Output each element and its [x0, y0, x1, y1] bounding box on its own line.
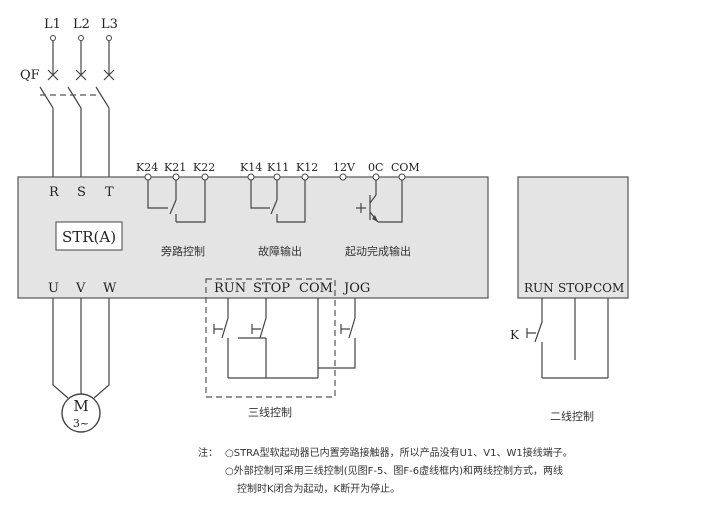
terminal-com: COM: [299, 281, 333, 296]
relay-terminal-labels: K24 K21 K22 K14 K11 K12 12V 0C COM: [136, 161, 420, 174]
note-line-2: ○外部控制可采用三线控制(见图F-5、图F-6虚线框内)和两线控制方式，两线: [225, 464, 563, 477]
terminal-v: V: [75, 281, 86, 296]
supply-label-l3: L3: [101, 17, 118, 32]
two-wire-wiring: [526, 298, 609, 379]
motor-phase: 3~: [73, 417, 89, 430]
terminal-com-out: COM: [391, 161, 420, 174]
fault-relay-contact: [250, 180, 306, 223]
terminal-k21: K21: [164, 161, 186, 174]
supply-label-l1: L1: [44, 17, 61, 32]
two-wire-label: 二线控制: [550, 409, 594, 423]
two-wire-com: COM: [593, 281, 624, 295]
supply-label-l2: L2: [73, 17, 90, 32]
two-wire-run: RUN: [524, 281, 554, 295]
terminal-stop: STOP: [253, 281, 290, 296]
terminal-run: RUN: [214, 281, 246, 296]
function-start-complete: 起动完成输出: [345, 244, 411, 258]
note-line-1: ○STRA型软起动器已内置旁路接触器，所以产品没有U1、V1、W1接线端子。: [225, 446, 573, 459]
three-wire-label: 三线控制: [248, 405, 292, 419]
three-wire-control: [205, 278, 336, 398]
switch-k-label: K: [510, 328, 520, 342]
breaker-label: QF: [20, 68, 40, 83]
control-terminals: RUN STOP COM JOG: [214, 281, 370, 296]
terminal-w: W: [103, 281, 117, 296]
terminal-r: R: [49, 185, 60, 200]
supply-lines: L1 L2 L3: [44, 17, 118, 75]
input-terminals: R S T: [49, 185, 114, 200]
motor: M 3~: [61, 393, 101, 433]
terminal-k12: K12: [296, 161, 318, 174]
terminal-0c: 0C: [368, 161, 383, 174]
terminal-k24: K24: [136, 161, 158, 174]
model-label: STR(A): [62, 228, 116, 246]
terminal-s: S: [77, 185, 86, 200]
start-complete-transistor: [356, 180, 403, 223]
motor-symbol: M: [73, 397, 88, 415]
two-wire-box: [517, 176, 629, 299]
terminal-k14: K14: [240, 161, 262, 174]
output-terminals: U V W: [48, 281, 117, 296]
breaker-qf: QF: [20, 68, 115, 177]
soft-starter-box: [17, 176, 489, 299]
terminal-t: T: [105, 185, 114, 200]
bypass-relay-contact: [147, 180, 206, 223]
terminal-k22: K22: [193, 161, 215, 174]
two-wire-terminals: RUN STOP COM: [524, 281, 624, 295]
note-prefix: 注：: [198, 446, 218, 459]
terminal-u: U: [48, 281, 59, 296]
function-fault: 故障输出: [258, 244, 302, 258]
model-frame: [55, 221, 123, 251]
note-line-3: 控制时K闭合为起动，K断开为停止。: [237, 482, 400, 495]
terminal-jog: JOG: [342, 281, 370, 296]
notes: 注： ○STRA型软起动器已内置旁路接触器，所以产品没有U1、V1、W1接线端子…: [198, 446, 573, 495]
terminal-12v: 12V: [333, 161, 356, 174]
two-wire-stop: STOP: [558, 281, 592, 295]
terminal-k11: K11: [267, 161, 289, 174]
jog-wiring: [318, 298, 356, 369]
function-bypass: 旁路控制: [161, 244, 205, 258]
motor-wiring: [52, 298, 110, 399]
